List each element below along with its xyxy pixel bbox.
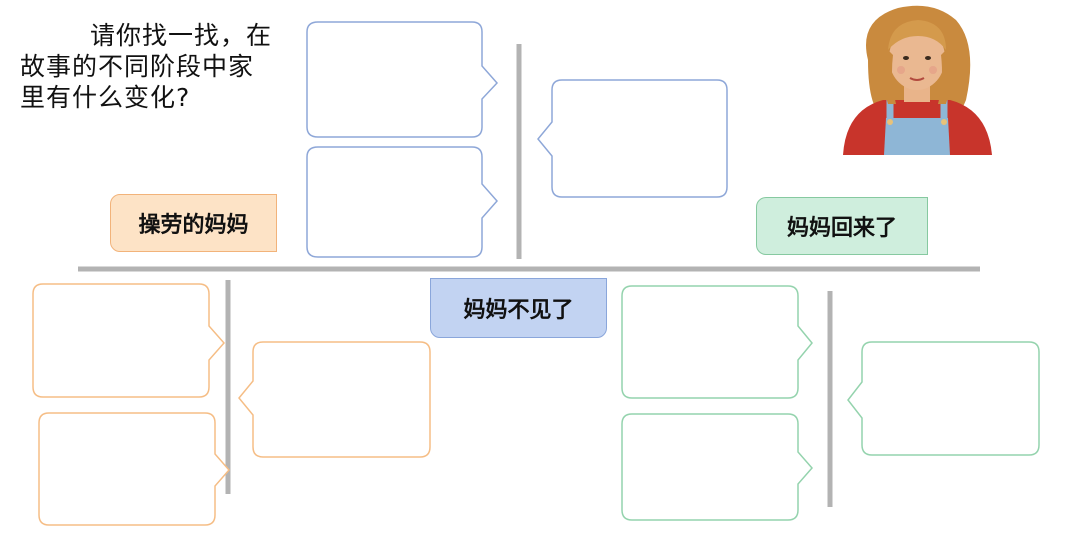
- answer-box-bottom-left-2[interactable]: [38, 412, 230, 526]
- question-line-2: 故事的不同阶段中家: [20, 52, 255, 81]
- answer-box-bottom-right-2[interactable]: [621, 413, 813, 521]
- answer-box-top-left-1[interactable]: [306, 21, 499, 138]
- answer-box-top-right[interactable]: [537, 79, 728, 198]
- girl-portrait-icon: [843, 5, 992, 155]
- answer-box-bottom-right-right[interactable]: [847, 341, 1040, 456]
- question-line-1: 请你找一找，在: [90, 21, 273, 50]
- answer-box-bottom-left-right[interactable]: [238, 341, 431, 458]
- question-line-3: 里有什么变化?: [20, 83, 191, 112]
- label-hardworking-mom: 操劳的妈妈: [110, 194, 277, 252]
- answer-box-top-left-2[interactable]: [306, 146, 499, 258]
- label-mom-returns: 妈妈回来了: [756, 197, 928, 255]
- label-mom-missing: 妈妈不见了: [430, 278, 607, 338]
- answer-box-bottom-left-1[interactable]: [32, 283, 226, 398]
- answer-box-bottom-right-1[interactable]: [621, 285, 813, 399]
- question-text: 请你找一找，在 故事的不同阶段中家 里有什么变化?: [20, 20, 290, 113]
